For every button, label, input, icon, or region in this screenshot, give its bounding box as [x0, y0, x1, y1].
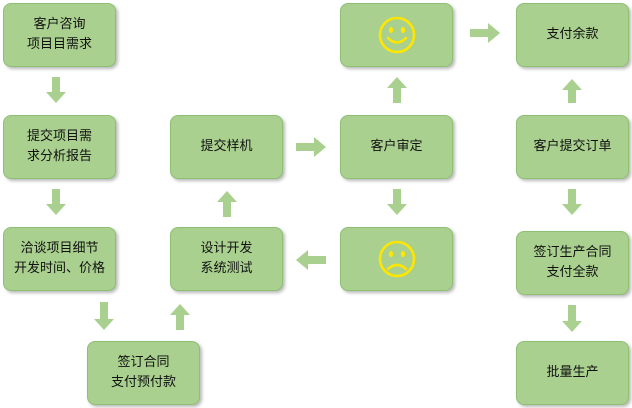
- node-submit-analysis-report: 提交项目需 求分析报告: [3, 115, 116, 179]
- arrow-down: [94, 302, 114, 330]
- arrow-down: [562, 189, 582, 215]
- node-approve: [340, 3, 453, 67]
- node-customer-submit-order: 客户提交订单: [516, 115, 629, 179]
- node-customer-consult: 客户咨询 项目目需求: [3, 3, 116, 67]
- arrow-down: [46, 77, 66, 103]
- node-customer-review: 客户审定: [340, 115, 453, 179]
- arrow-up: [562, 79, 582, 103]
- arrow-right: [296, 137, 326, 157]
- arrow-up: [387, 77, 407, 103]
- arrow-down: [46, 189, 66, 215]
- node-mass-production: 批量生产: [516, 341, 629, 405]
- arrow-left: [296, 250, 326, 270]
- arrow-down: [562, 305, 582, 332]
- node-contract-prepayment: 签订合同 支付预付款: [87, 341, 200, 405]
- arrow-up: [170, 304, 190, 330]
- node-pay-balance: 支付余款: [516, 3, 629, 67]
- smiley-face-icon: [378, 16, 415, 54]
- arrow-up: [217, 191, 237, 217]
- sad-face-icon: [378, 240, 415, 278]
- node-reject: [340, 227, 453, 291]
- node-submit-prototype: 提交样机: [170, 115, 283, 179]
- arrow-right: [470, 23, 500, 43]
- node-negotiate-details: 洽谈项目细节 开发时间、价格: [3, 227, 116, 291]
- arrow-down: [387, 189, 407, 215]
- node-production-contract-fullpay: 签订生产合同 支付全款: [516, 231, 629, 295]
- node-design-development-test: 设计开发 系统测试: [170, 227, 283, 291]
